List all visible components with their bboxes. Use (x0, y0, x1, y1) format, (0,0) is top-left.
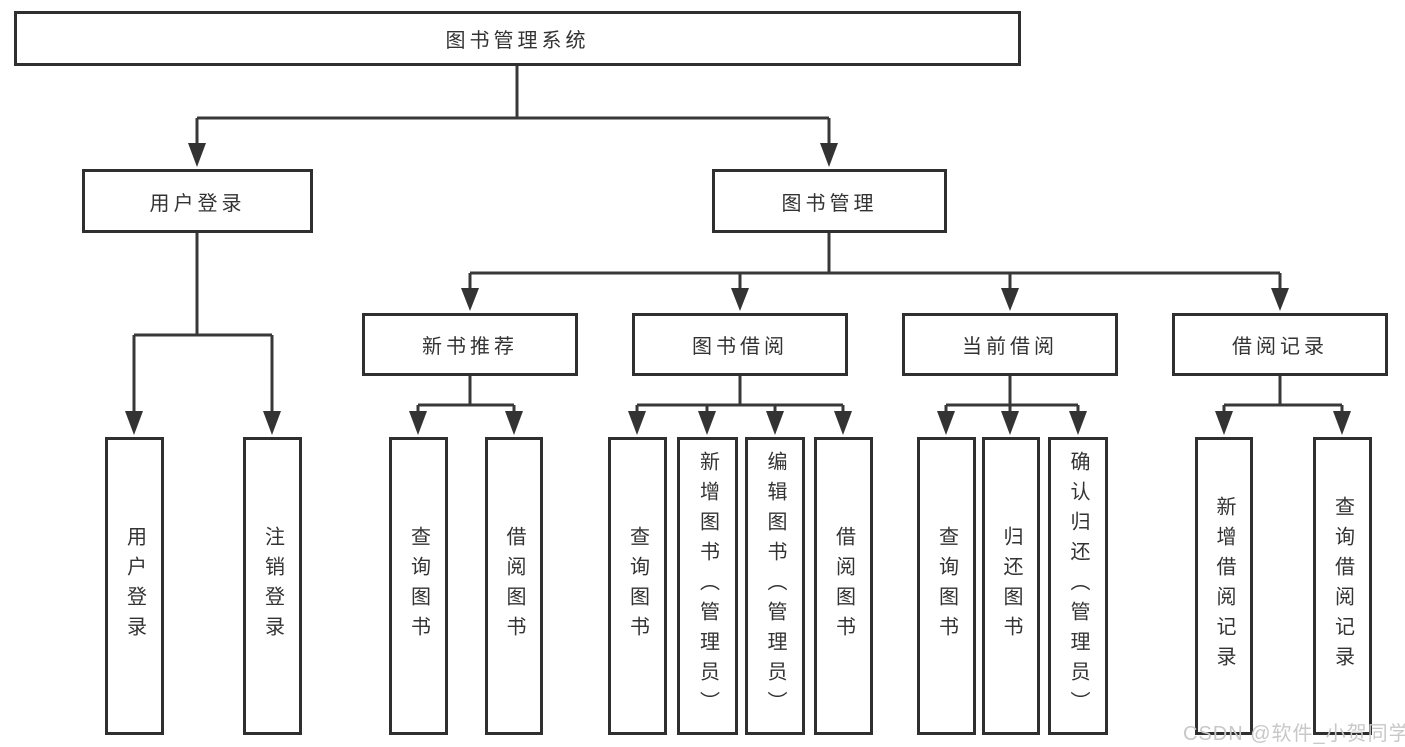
leaf-query-books-borrowing: 查询图书 (608, 437, 667, 735)
node-library-management-system: 图书管理系统 (14, 11, 1021, 66)
arrowhead (731, 288, 749, 311)
connector-current-borrow-leaves (944, 376, 1080, 414)
leaf-label: 新增借阅记录 (1213, 496, 1235, 676)
arrowhead (188, 143, 206, 167)
arrowhead (409, 411, 427, 435)
arrowhead (1069, 411, 1087, 435)
leaf-query-books-current: 查询图书 (917, 437, 976, 735)
arrowhead (505, 411, 523, 435)
arrowhead (820, 143, 838, 167)
arrowhead (698, 411, 716, 435)
node-current-borrowing: 当前借阅 (902, 313, 1118, 376)
leaf-label: 归还图书 (1000, 526, 1022, 646)
leaf-label: 查询图书 (935, 526, 958, 646)
connector-root-to-level2 (195, 66, 831, 146)
node-book-management: 图书管理 (712, 169, 947, 233)
leaf-label: 新增图书（管理员） (696, 451, 719, 721)
leaf-label: 查询图书 (626, 526, 649, 646)
arrowhead (263, 411, 281, 435)
node-borrowing-records: 借阅记录 (1172, 313, 1388, 376)
arrowhead (125, 411, 143, 435)
arrowhead (937, 411, 955, 435)
leaf-query-borrow-record: 查询借阅记录 (1313, 437, 1372, 735)
connector-borrow-record-leaves (1222, 376, 1344, 414)
node-book-borrowing: 图书借阅 (632, 313, 848, 376)
arrowhead (461, 288, 479, 311)
leaf-return-books: 归还图书 (982, 437, 1040, 735)
arrowhead (1001, 288, 1019, 311)
leaf-logout-login: 注销登录 (243, 437, 302, 735)
arrowhead (766, 411, 784, 435)
leaf-confirm-return-admin: 确认归还（管理员） (1048, 437, 1108, 735)
leaf-label: 注销登录 (261, 526, 284, 646)
connector-book-borrow-leaves (635, 376, 845, 414)
node-new-book-recommendation: 新书推荐 (362, 313, 578, 376)
connector-user-login-leaves (132, 233, 274, 414)
csdn-watermark: CSDN @软件_小贺同学 (1183, 723, 1405, 745)
arrowhead (834, 411, 852, 435)
leaf-label: 编辑图书（管理员） (764, 451, 786, 721)
connector-new-book-leaves (416, 376, 516, 414)
leaf-query-books-newbook: 查询图书 (389, 437, 448, 735)
arrowhead (1333, 411, 1351, 435)
arrowhead (1215, 411, 1233, 435)
leaf-edit-book-admin: 编辑图书（管理员） (745, 437, 805, 735)
arrowhead (1271, 288, 1289, 311)
connector-book-mgmt-level3 (468, 233, 1282, 290)
leaf-add-borrow-record: 新增借阅记录 (1195, 437, 1253, 735)
leaf-borrow-books-newbook: 借阅图书 (485, 437, 543, 735)
arrowhead (1001, 411, 1019, 435)
leaf-label: 查询借阅记录 (1331, 496, 1354, 676)
leaf-borrow-books-borrowing: 借阅图书 (814, 437, 873, 735)
leaf-user-login: 用户登录 (105, 437, 164, 735)
arrowhead (628, 411, 646, 435)
leaf-add-book-admin: 新增图书（管理员） (677, 437, 738, 735)
leaf-label: 查询图书 (407, 526, 430, 646)
leaf-label: 确认归还（管理员） (1067, 451, 1089, 721)
leaf-label: 借阅图书 (503, 526, 525, 646)
leaf-label: 用户登录 (123, 526, 146, 646)
node-user-login: 用户登录 (82, 169, 313, 233)
leaf-label: 借阅图书 (832, 526, 855, 646)
